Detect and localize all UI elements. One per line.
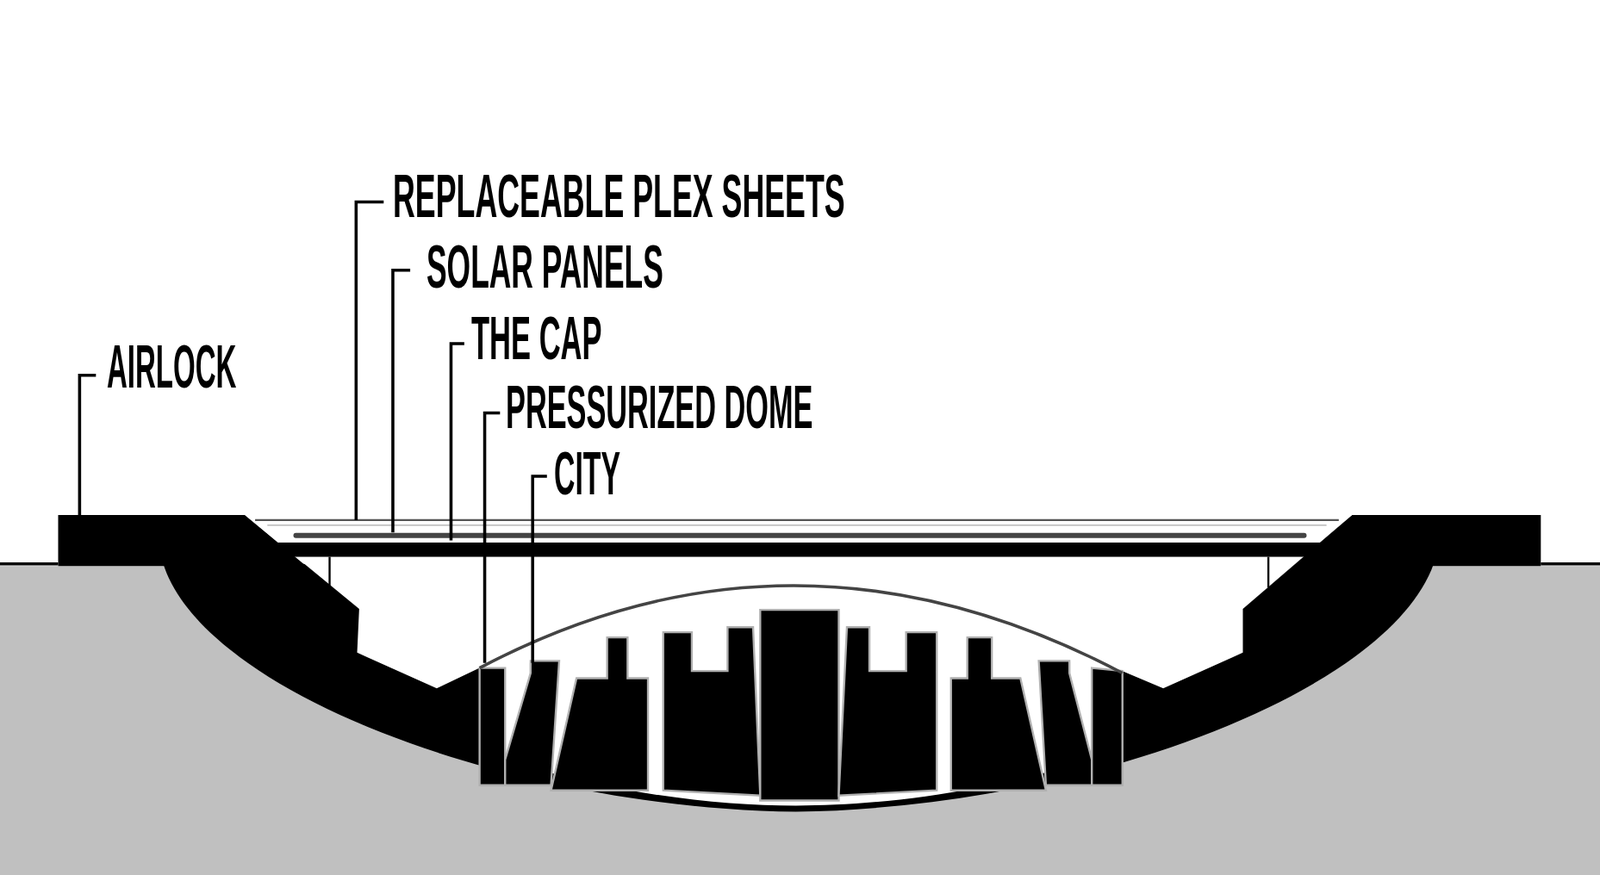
part-label: REPLACEABLE PLEX SHEETS: [392, 166, 846, 227]
part-label: AIRLOCK: [106, 336, 237, 398]
part-label: CITY: [554, 443, 621, 505]
cap-slab: [277, 542, 1320, 558]
plex-sheets: [267, 524, 1327, 526]
part-label: SOLAR PANELS: [426, 236, 664, 298]
support-post: [328, 557, 330, 589]
dome-shell: [479, 585, 1123, 674]
city-skyline: [479, 610, 1123, 801]
solar-panels: [295, 533, 1304, 539]
ground-line: [0, 562, 59, 567]
part-label: THE CAP: [471, 308, 603, 369]
support-post: [1267, 557, 1270, 589]
part-label: PRESSURIZED DOME: [505, 377, 813, 438]
ground-line: [1540, 562, 1600, 567]
crater-cavity: [244, 515, 1352, 806]
plex-sheets: [255, 519, 1339, 522]
